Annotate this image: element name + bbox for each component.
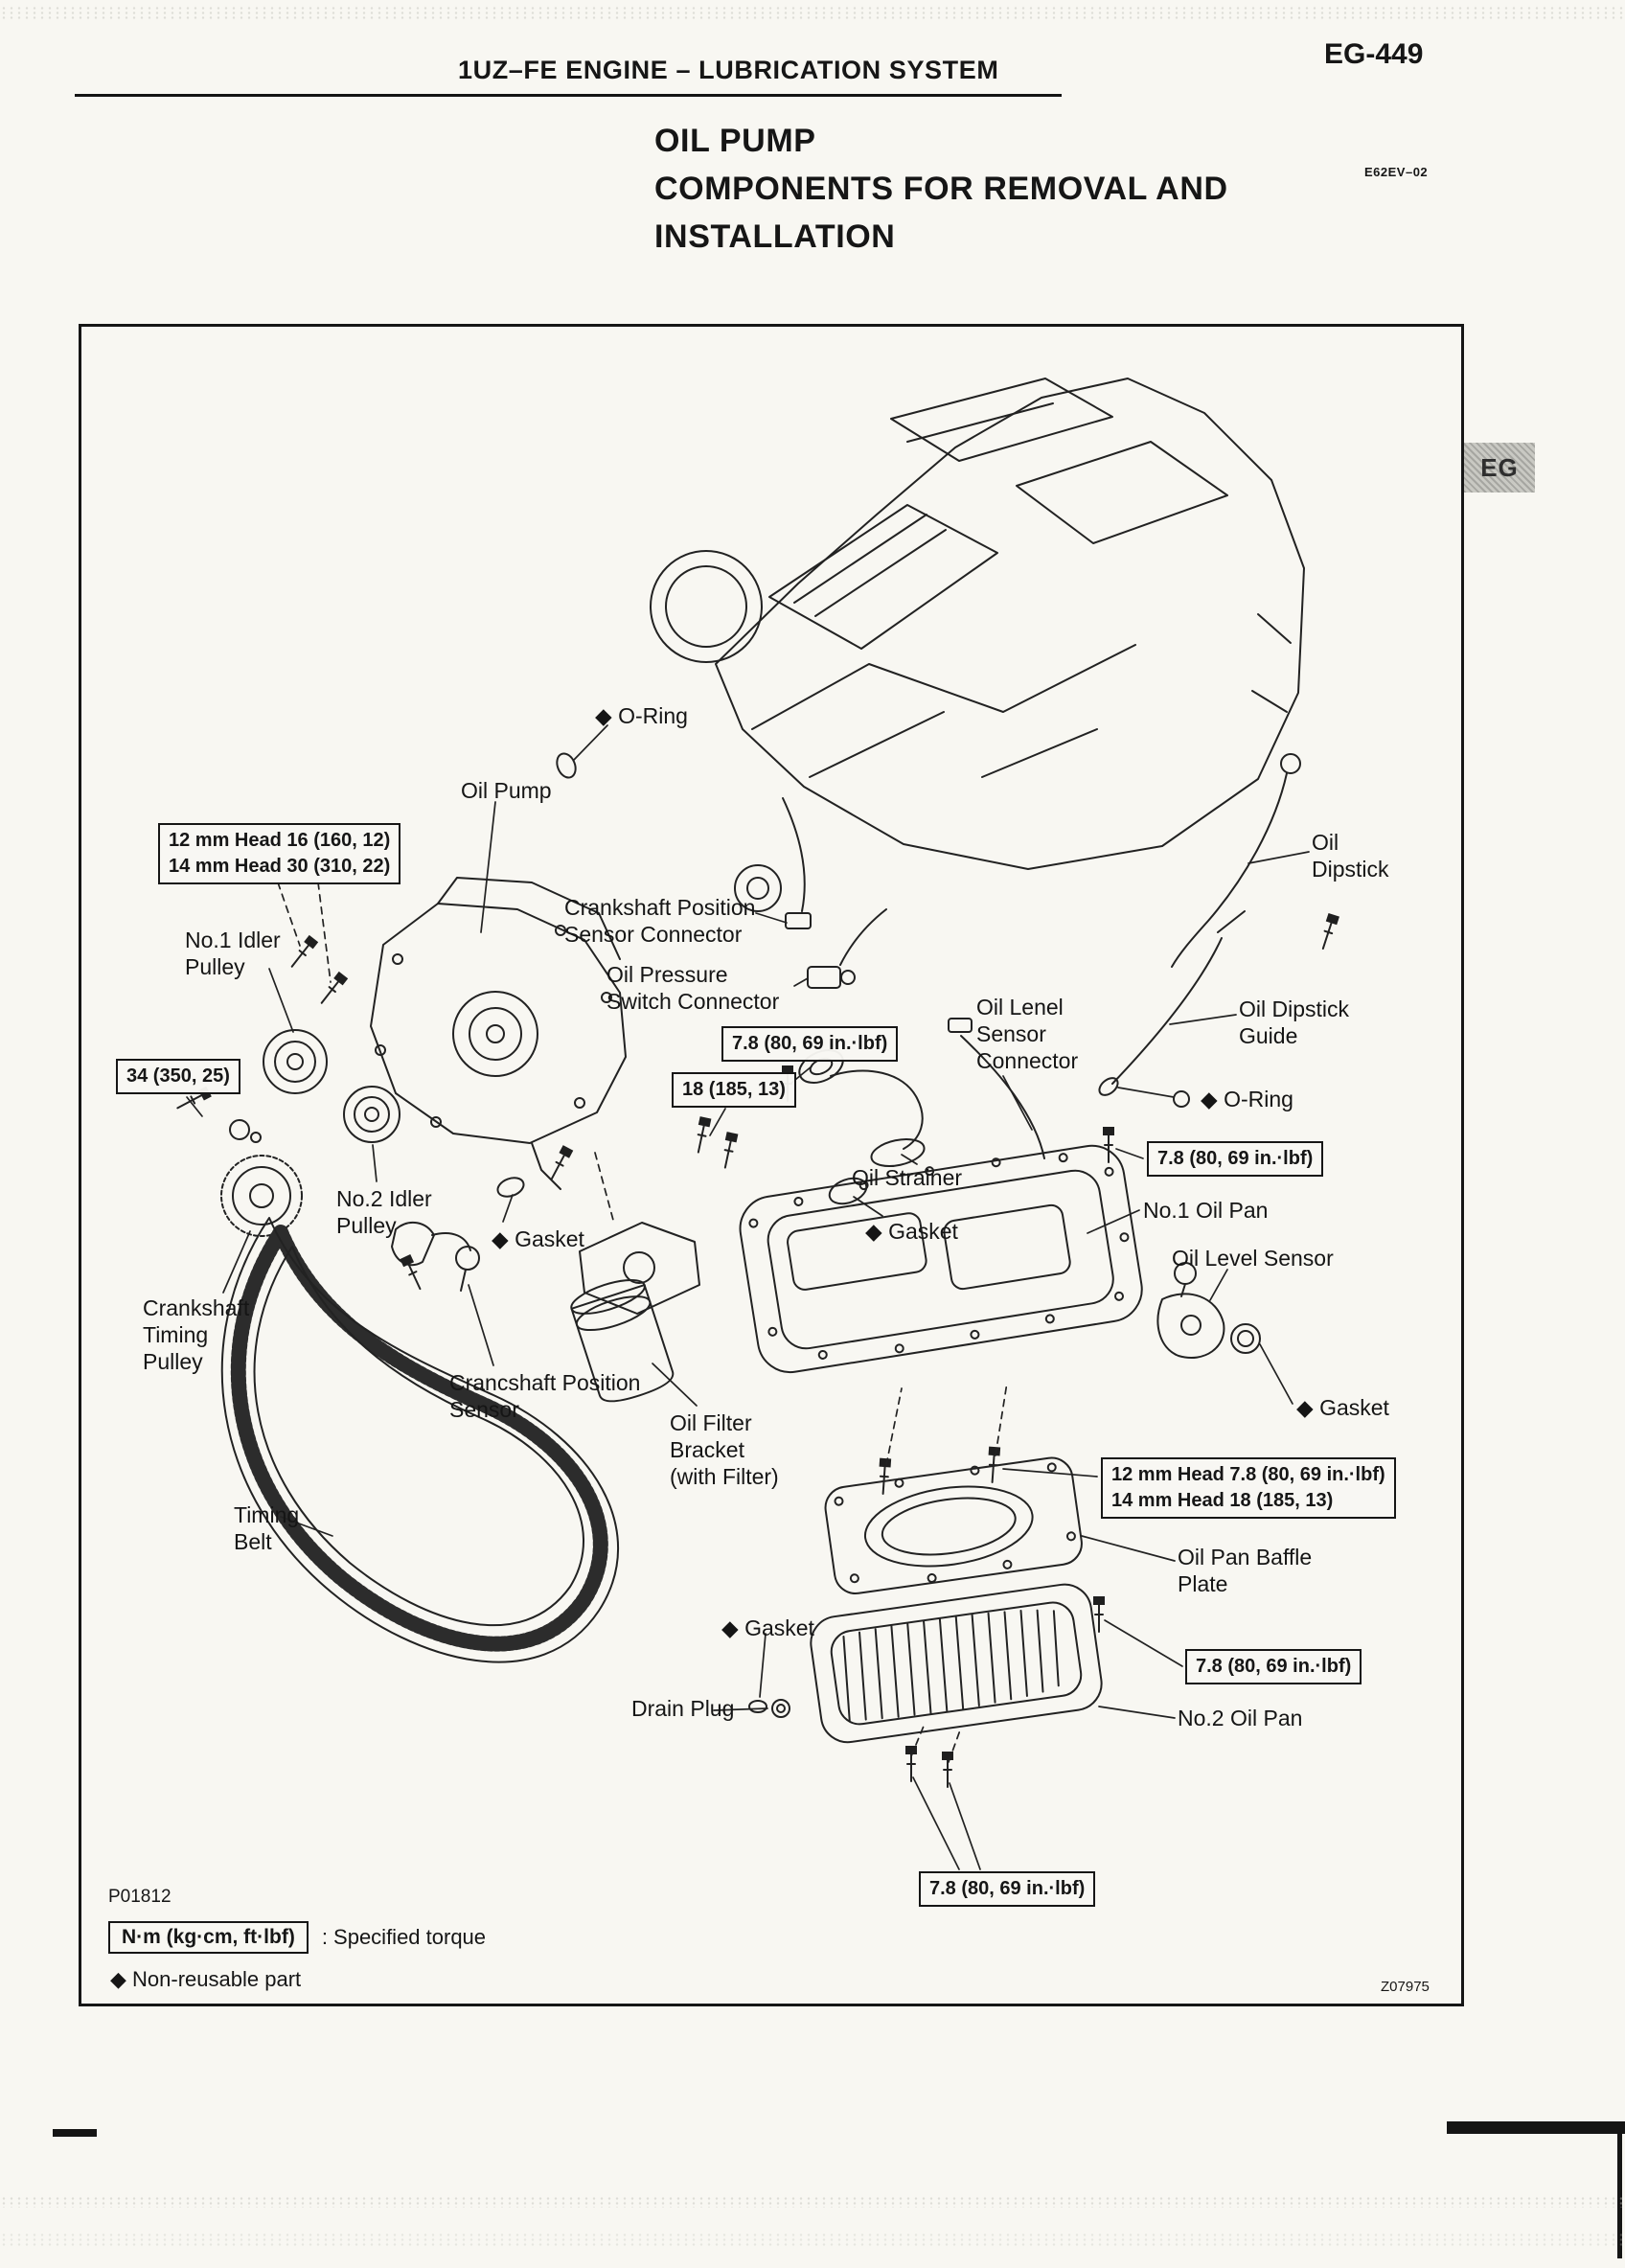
label-oil-dipstick-guide: Oil Dipstick Guide — [1239, 997, 1350, 1049]
scan-noise-bottom-1 — [0, 2196, 1625, 2208]
label-gasket-strainer: ◆ Gasket — [865, 1219, 958, 1244]
scan-mark-bottom-left — [53, 2129, 97, 2137]
title-line-3: INSTALLATION — [654, 218, 896, 255]
scan-bar-bottom-right — [1447, 2121, 1625, 2134]
header-rule — [75, 94, 1062, 97]
label-timing-belt: Timing Belt — [234, 1502, 300, 1555]
scan-edge-right — [1617, 2134, 1622, 2258]
torque-legend-text: : Specified torque — [321, 1925, 487, 1949]
torque-78-no2-pan: 7.8 (80, 69 in.·lbf) — [919, 1871, 1096, 1907]
drain-plug-art — [748, 1699, 790, 1718]
label-oil-level-sensor-connector: Oil Lenel Sensor Connector — [976, 995, 1079, 1074]
title-line-2: COMPONENTS FOR REMOVAL AND — [654, 171, 1228, 207]
label-gasket-level-sensor: ◆ Gasket — [1296, 1395, 1389, 1420]
label-no1-idler-pulley: No.1 Idler Pulley — [185, 928, 281, 980]
label-drain-plug: Drain Plug — [631, 1696, 735, 1721]
doc-code: E62EV–02 — [1364, 165, 1429, 179]
exploded-view-figure: ◆ O-Ring Oil Pump 12 mm Head 16 (160, 12… — [79, 324, 1464, 2006]
crank-position-sensor-art — [391, 1221, 480, 1292]
label-crankshaft-position-sensor-connector: Crankshaft Position Sensor Connector — [564, 895, 756, 948]
scan-noise-top — [0, 6, 1625, 21]
non-reusable-legend: ◆ Non-reusable part — [110, 1967, 302, 1991]
section-tab-eg: EG — [1464, 443, 1535, 493]
label-no2-oil-pan: No.2 Oil Pan — [1178, 1706, 1303, 1730]
figure-code: P01812 — [108, 1887, 172, 1907]
exploded-view-art — [173, 378, 1340, 1870]
label-no1-oil-pan: No.1 Oil Pan — [1143, 1198, 1269, 1223]
torque-units-box: N·m (kg·cm, ft·lbf) — [108, 1921, 309, 1954]
torque-legend: N·m (kg·cm, ft·lbf) : Specified torque — [108, 1921, 486, 1954]
label-o-ring-right: ◆ O-Ring — [1201, 1087, 1293, 1111]
label-gasket-pump: ◆ Gasket — [492, 1226, 584, 1251]
pulleys-art — [220, 1029, 401, 1237]
label-o-ring-top: ◆ O-Ring — [595, 703, 688, 728]
title-line-1: OIL PUMP — [654, 123, 816, 159]
torque-78-strainer-union: 7.8 (80, 69 in.·lbf) — [721, 1026, 899, 1062]
label-oil-pressure-switch-connector: Oil Pressure Switch Connector — [607, 962, 780, 1015]
sensor-connectors-art — [782, 797, 1045, 1159]
timing-belt-art — [220, 1217, 620, 1663]
label-oil-pan-baffle-plate: Oil Pan Baffle Plate — [1178, 1545, 1313, 1597]
baffle-plate-art — [824, 1456, 1083, 1594]
torque-oil-pan-bolts: 12 mm Head 7.8 (80, 69 in.·lbf) 14 mm He… — [1101, 1457, 1396, 1519]
torque-crank-pulley-bolt: 34 (350, 25) — [116, 1059, 240, 1094]
scan-noise-bottom-2 — [0, 2233, 1625, 2246]
label-oil-dipstick: Oil Dipstick — [1312, 830, 1389, 882]
torque-78-baffle: 7.8 (80, 69 in.·lbf) — [1185, 1649, 1362, 1684]
assembly-axis-lines — [277, 882, 1008, 1763]
label-crankshaft-timing-pulley: Crankshaft Timing Pulley — [143, 1295, 250, 1375]
no1-oil-pan-art — [739, 1144, 1143, 1374]
label-no2-idler-pulley: No.2 Idler Pulley — [336, 1186, 432, 1239]
oil-pump-art — [370, 877, 627, 1198]
o-ring-art — [556, 752, 1190, 1108]
label-oil-filter-bracket: Oil Filter Bracket (with Filter) — [670, 1410, 779, 1490]
torque-strainer-nuts: 18 (185, 13) — [672, 1072, 796, 1108]
torque-idler-head-bolts: 12 mm Head 16 (160, 12) 14 mm Head 30 (3… — [158, 823, 401, 884]
engine-block-art — [650, 378, 1305, 912]
label-crankshaft-position-sensor: Crancshaft Position Sensor — [449, 1370, 641, 1423]
label-gasket-drain: ◆ Gasket — [721, 1615, 814, 1640]
page-header: 1UZ–FE ENGINE – LUBRICATION SYSTEM — [458, 56, 999, 84]
leader-lines — [186, 724, 1310, 1870]
oil-filter-art — [570, 1222, 700, 1403]
label-oil-level-sensor: Oil Level Sensor — [1172, 1246, 1334, 1271]
label-oil-strainer: Oil Strainer — [852, 1165, 963, 1190]
label-oil-pump: Oil Pump — [461, 778, 552, 803]
dipstick-art — [1098, 753, 1301, 1096]
section-title: OIL PUMP COMPONENTS FOR REMOVAL AND INST… — [654, 117, 1228, 261]
torque-78-pan-flange: 7.8 (80, 69 in.·lbf) — [1147, 1141, 1324, 1177]
oil-strainer-art — [798, 1049, 926, 1205]
plate-code: Z07975 — [1381, 1979, 1430, 1995]
page-number: EG-449 — [1324, 38, 1424, 70]
oil-level-sensor-art — [1156, 1262, 1261, 1359]
no2-oil-pan-art — [810, 1583, 1103, 1744]
